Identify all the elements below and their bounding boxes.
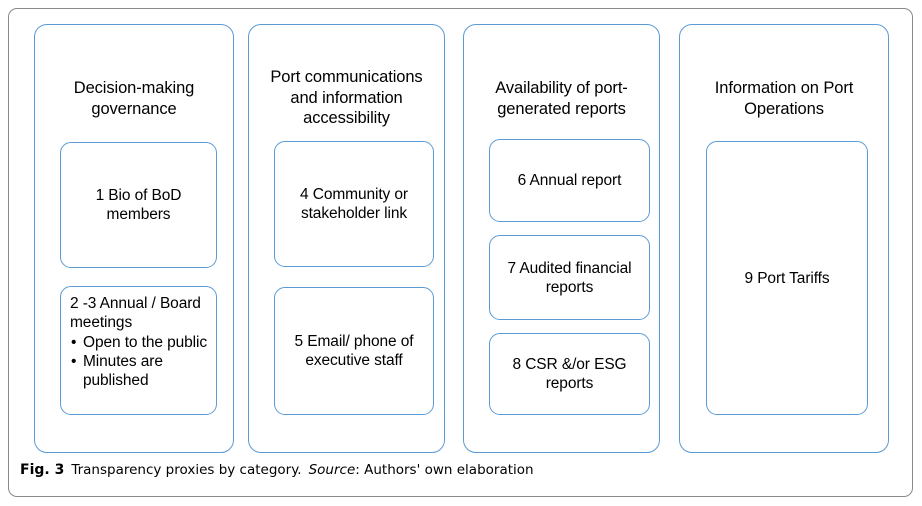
- list-item: Open to the public: [70, 333, 216, 352]
- proxy-box-8-csr-and-or-esg-reports: 8 CSR &/or ESG reports: [489, 333, 650, 415]
- column-title: Port communications and information acce…: [270, 68, 423, 127]
- proxy-box-2-3-annual-board-meetings: 2 -3 Annual / Board meetings Open to the…: [60, 286, 217, 415]
- proxy-box-label: 8 CSR &/or ESG reports: [512, 356, 627, 392]
- proxy-box-bullet-list: Open to the public Minutes are published: [70, 333, 216, 390]
- proxy-box-1-bio-of-bod-members: 1 Bio of BoD members: [60, 142, 217, 268]
- proxy-box-9-port-tariffs: 9 Port Tariffs: [706, 141, 868, 415]
- figure-caption-text: Transparency proxies by category.: [71, 462, 302, 478]
- proxy-box-5-email-phone-of-executive-staff: 5 Email/ phone of executive staff: [274, 287, 434, 415]
- figure-source-text: : Authors' own elaboration: [355, 462, 534, 478]
- proxy-box-label: 7 Audited financial reports: [507, 259, 632, 296]
- figure-source-label: Source: [308, 462, 356, 478]
- proxy-box-label: 6 Annual report: [517, 172, 622, 189]
- category-column-information-on-port-operations: Information on Port Operations 9 Port Ta…: [679, 24, 889, 453]
- proxy-box-label: 4 Community or stakeholder link: [300, 186, 408, 222]
- proxy-box-4-community-or-stakeholder-link: 4 Community or stakeholder link: [274, 141, 434, 267]
- list-item: Minutes are published: [70, 352, 216, 390]
- category-column-availability-of-port-generated-reports: Availability of port-generated reports 6…: [463, 24, 660, 453]
- column-title: Availability of port-generated reports: [495, 79, 628, 118]
- figure-caption: Fig. 3 Transparency proxies by category. S…: [20, 461, 906, 479]
- column-title: Decision-making governance: [73, 79, 195, 118]
- proxy-box-label: 9 Port Tariffs: [744, 269, 830, 287]
- proxy-box-7-audited-financial-reports: 7 Audited financial reports: [489, 235, 650, 320]
- column-title: Information on Port Operations: [714, 79, 854, 118]
- proxy-box-label: 2 -3 Annual / Board meetings: [70, 295, 201, 331]
- figure-frame: Decision-making governance 1 Bio of BoD …: [8, 8, 913, 497]
- proxy-box-label-group: 2 -3 Annual / Board meetings Open to the…: [61, 287, 216, 390]
- proxy-box-label: 1 Bio of BoD members: [95, 187, 182, 223]
- category-column-port-communications-and-information-accessibility: Port communications and information acce…: [248, 24, 445, 453]
- proxy-box-label: 5 Email/ phone of executive staff: [294, 333, 414, 369]
- category-column-decision-making-governance: Decision-making governance 1 Bio of BoD …: [34, 24, 234, 453]
- proxy-box-6-annual-report: 6 Annual report: [489, 139, 650, 222]
- figure-number: Fig. 3: [20, 462, 65, 478]
